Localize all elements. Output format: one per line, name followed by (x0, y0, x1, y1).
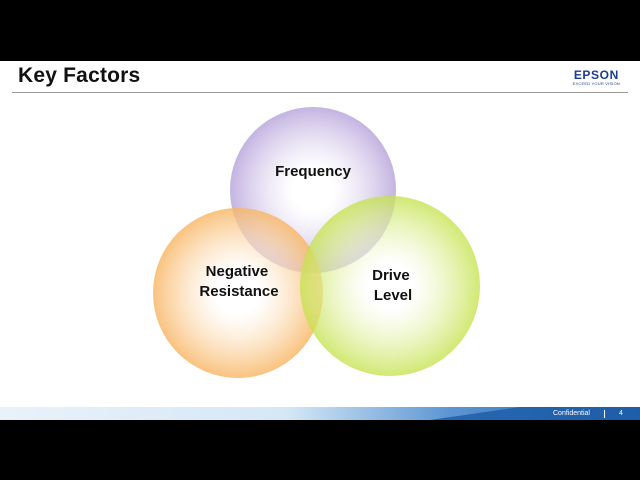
slide: Key Factors EPSON EXCEED YOUR VISION (0, 61, 640, 420)
venn-diagram: Frequency Negative Resistance Drive Leve… (153, 107, 480, 378)
title-divider (12, 92, 628, 93)
logo-brand: EPSON (573, 68, 619, 82)
logo-tagline: EXCEED YOUR VISION (572, 81, 620, 86)
epson-logo: EPSON EXCEED YOUR VISION (573, 69, 620, 87)
footer-band (0, 407, 640, 420)
venn-label-drive-level: Drive Level (372, 267, 414, 304)
venn-circle-negative-resistance (153, 208, 323, 378)
footer-separator (604, 410, 605, 418)
venn-label-negative-resistance: Negative Resistance (199, 263, 278, 300)
footer-page-number: 4 (619, 410, 623, 417)
slide-title: Key Factors (18, 64, 141, 87)
venn-circle-drive-level (300, 196, 480, 376)
venn-label-frequency: Frequency (275, 163, 352, 180)
footer-confidential: Confidential (553, 410, 590, 417)
